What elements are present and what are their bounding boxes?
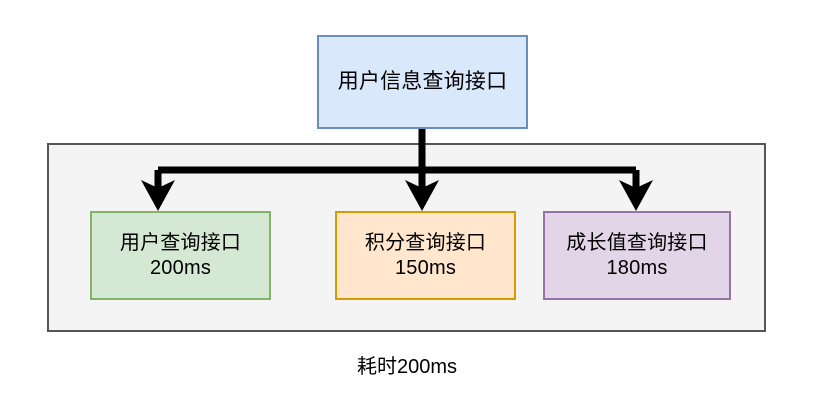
node-parent-interface[interactable]: 用户信息查询接口 <box>317 35 528 129</box>
diagram-caption: 耗时200ms <box>356 356 458 378</box>
node-child-1-latency: 150ms <box>394 256 457 279</box>
node-parent-label: 用户信息查询接口 <box>337 69 508 93</box>
node-child-2-label: 成长值查询接口 <box>566 231 708 254</box>
node-child-growth-query[interactable]: 成长值查询接口 180ms <box>543 211 731 300</box>
node-child-points-query[interactable]: 积分查询接口 150ms <box>335 211 516 300</box>
node-child-2-latency: 180ms <box>606 256 668 279</box>
node-child-0-latency: 200ms <box>149 256 212 279</box>
node-child-user-query[interactable]: 用户查询接口 200ms <box>90 211 271 300</box>
node-child-0-label: 用户查询接口 <box>119 231 242 254</box>
node-child-1-label: 积分查询接口 <box>364 231 487 254</box>
